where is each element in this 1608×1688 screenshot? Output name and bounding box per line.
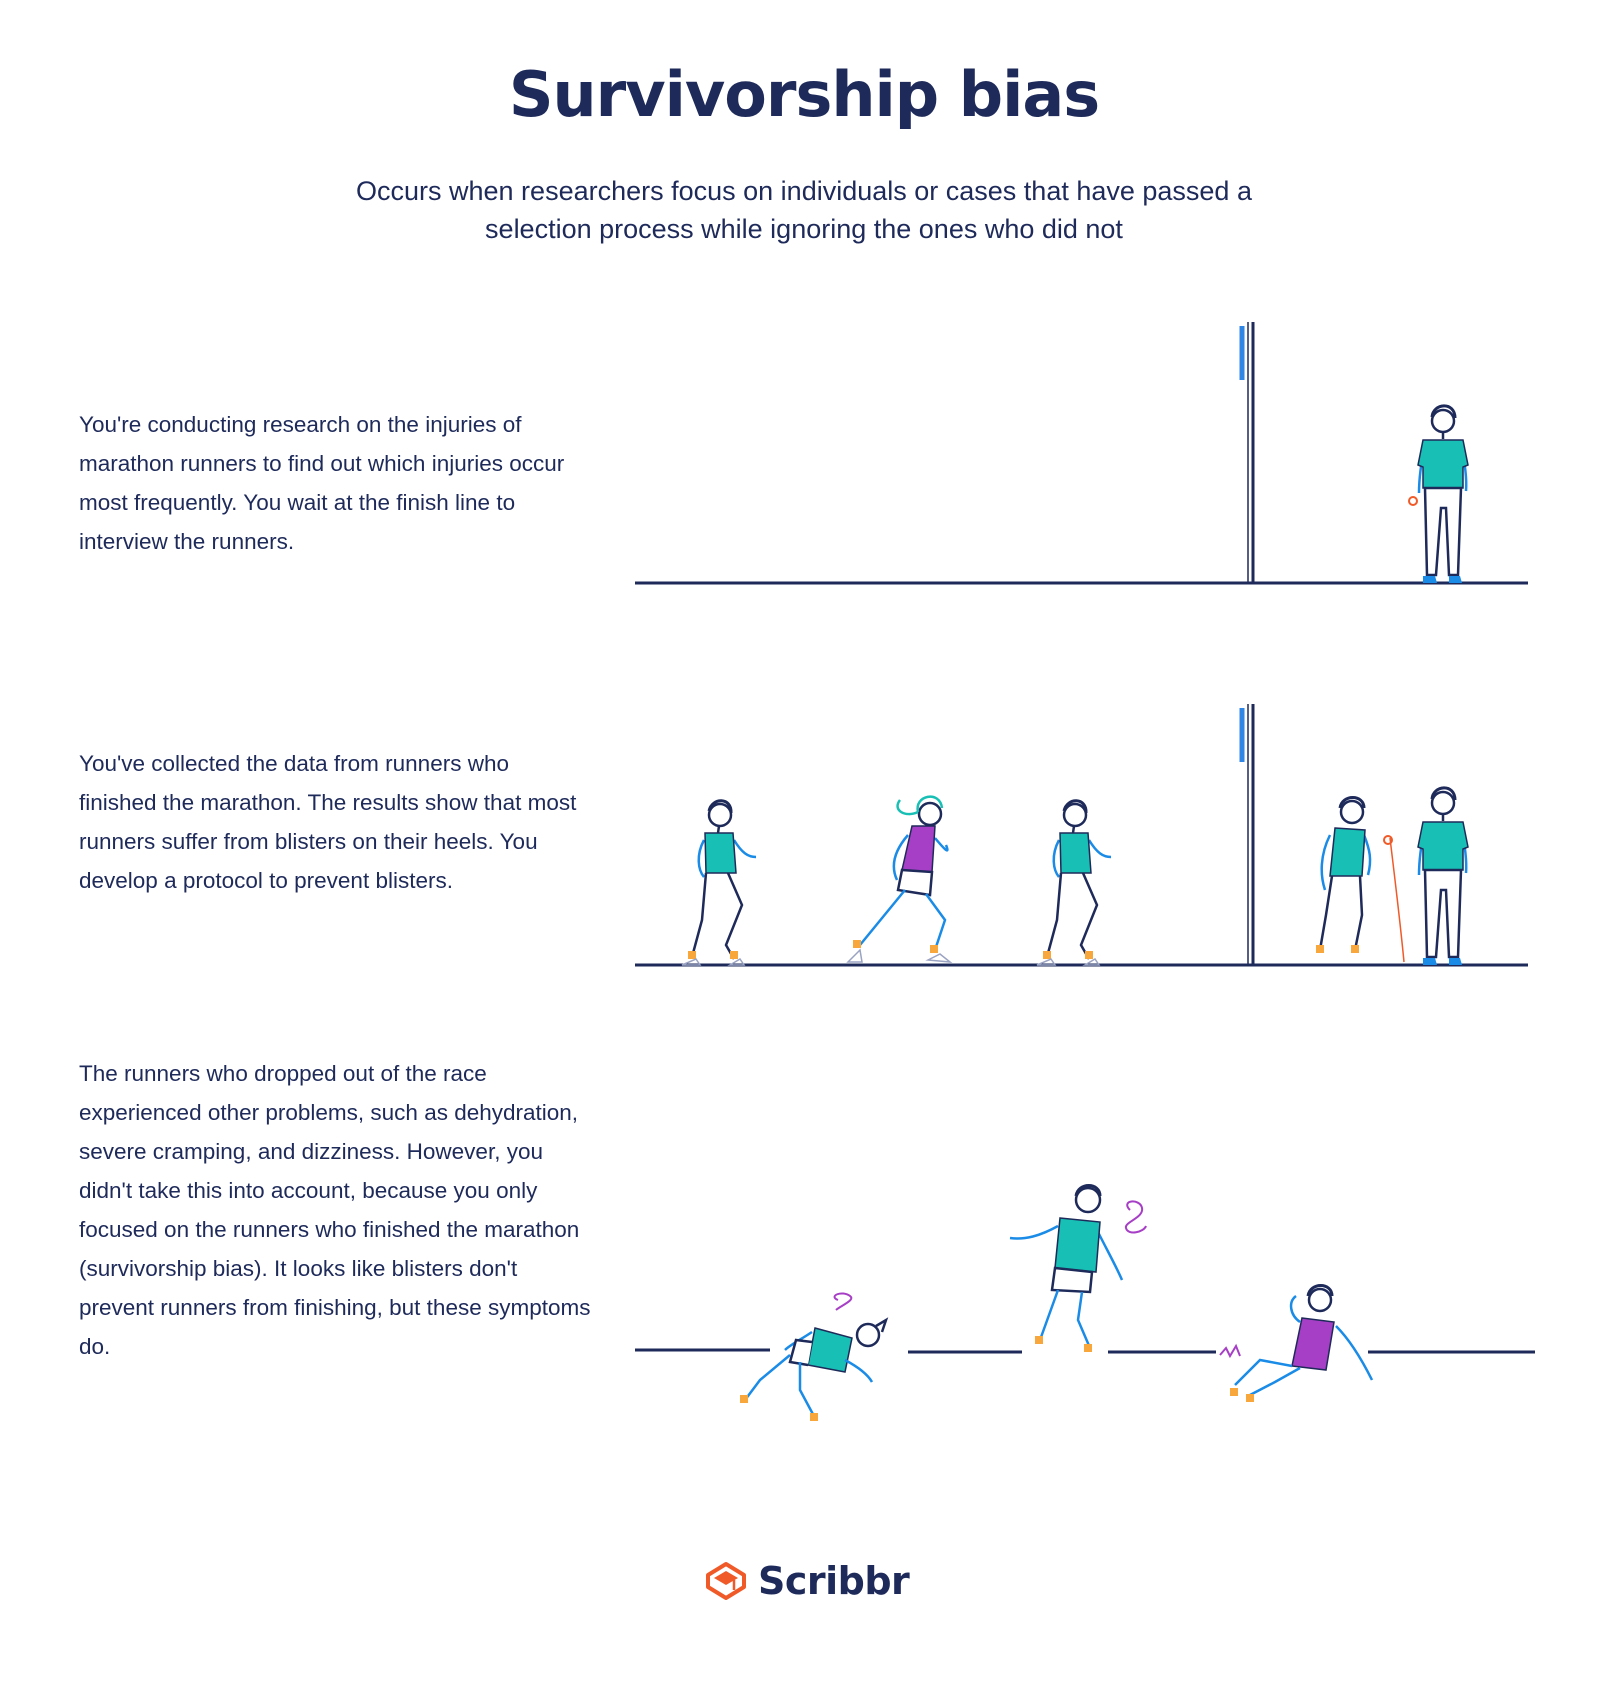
scribbr-logo: Scribbr <box>704 1556 910 1606</box>
brand-name: Scribbr <box>758 1559 910 1603</box>
dizzy-swirl-icon <box>833 1292 853 1311</box>
scene-2-stopwatch-cord <box>1389 837 1405 963</box>
dizzy-swirl-icon <box>1124 1200 1147 1234</box>
scene-1-illustration <box>635 322 1528 585</box>
scene-3-collapsed-runner-figure <box>740 1292 889 1421</box>
scene-2-runner-1-figure <box>680 799 758 967</box>
step-1-text: You're conducting research on the injuri… <box>79 412 565 554</box>
scene-3-cramping-runner-figure <box>1219 1284 1374 1402</box>
scene-2-illustration <box>635 704 1528 967</box>
scene-2-tired-runner-figure <box>1316 796 1372 953</box>
step-2-text: You've collected the data from runners w… <box>79 751 577 893</box>
step-3-text: The runners who dropped out of the race … <box>79 1061 591 1359</box>
page-subtitle: Occurs when researchers focus on individ… <box>356 176 1252 244</box>
scene-3-dizzy-runner-figure <box>1009 1184 1147 1352</box>
scene-3-illustration <box>635 1184 1535 1421</box>
scene-1-researcher-figure <box>1416 404 1470 585</box>
scene-1-stopwatch-icon <box>1408 496 1418 506</box>
page-title: Survivorship bias <box>508 58 1100 131</box>
scene-2-runner-3-figure <box>1035 799 1113 967</box>
scene-2-stopwatch-icon <box>1383 835 1393 845</box>
graduation-cap-icon <box>706 1562 746 1600</box>
scene-2-runner-2-figure <box>846 795 953 963</box>
cramp-zigzag-icon <box>1219 1343 1241 1359</box>
scene-2-researcher-figure <box>1416 786 1470 967</box>
